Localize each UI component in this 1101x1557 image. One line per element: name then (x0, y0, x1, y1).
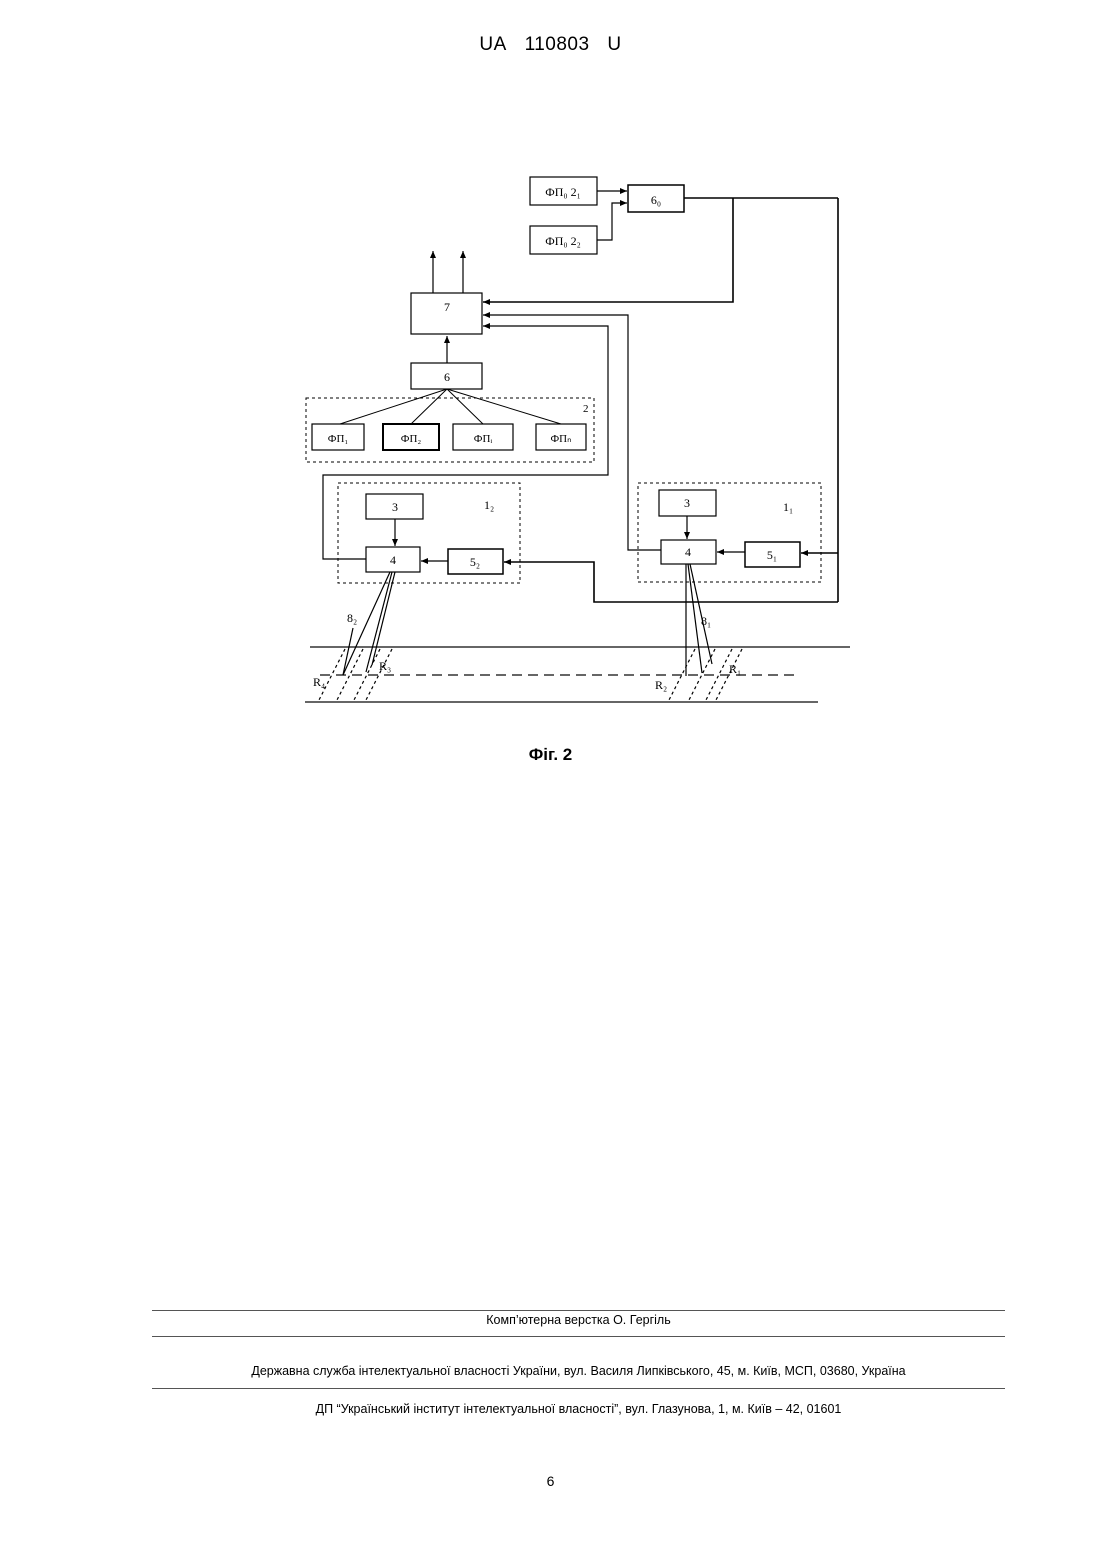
block-diagram-figure: ФП₀ 2₁ ФП₀ 2₂ 6₀ 7 6 2 ФП₁ ФП₂ ФПᵢ ФПₙ (0, 0, 1101, 740)
footer-layout-credit: Комп’ютерна верстка О. Гергіль (152, 1313, 1005, 1327)
footer-rule-1 (152, 1310, 1005, 1311)
block-5-1: 5₁ (745, 542, 800, 567)
group-2-boundary (306, 398, 594, 462)
block-3-left: 3 (366, 494, 423, 519)
group-1-2-label: 1₂ (484, 498, 494, 512)
footer-rule-2 (152, 1336, 1005, 1337)
block-4-left-label: 4 (390, 553, 396, 567)
group-2-label: 2 (583, 403, 589, 415)
block-6-label: 6 (444, 370, 450, 384)
fp-block-n: ФПₙ (536, 424, 586, 450)
beam-8-2-label: 8₂ (347, 611, 357, 625)
footer-office-address: Державна служба інтелектуальної власност… (152, 1364, 1005, 1378)
beam-8-1-label: 8₁ (701, 614, 711, 628)
block-7-label: 7 (444, 300, 450, 314)
block-5-2: 5₂ (448, 549, 503, 574)
block-fp0-2: ФП₀ 2₂ (530, 226, 597, 254)
r3-label: R₃ (379, 659, 391, 673)
fp-block-i-label: ФПᵢ (474, 433, 493, 445)
block-3-right-label: 3 (684, 496, 690, 510)
block-7: 7 (411, 293, 482, 334)
block-6-0: 6₀ (628, 185, 684, 212)
wire-fp02-to-60 (597, 203, 627, 240)
fp-block-2-label: ФП₂ (401, 433, 422, 445)
r2-label: R₂ (655, 678, 667, 692)
block-3-left-label: 3 (392, 500, 398, 514)
block-4-right: 4 (661, 540, 716, 564)
wire-60-to-7 (483, 198, 733, 302)
fp-block-2: ФП₂ (383, 424, 439, 450)
block-6-0-label: 6₀ (651, 193, 661, 207)
fp-block-i: ФПᵢ (453, 424, 513, 450)
block-fp0-1-label: ФП₀ 2₁ (545, 185, 581, 199)
block-3-right: 3 (659, 490, 716, 516)
block-4-left: 4 (366, 547, 420, 572)
group-1-1-label: 1₁ (783, 500, 793, 514)
r1-label: R₁ (729, 662, 741, 676)
fp-fan-lines (340, 389, 561, 424)
block-fp0-2-label: ФП₀ 2₂ (545, 234, 581, 248)
fp-block-1-label: ФП₁ (328, 433, 349, 445)
r4-label: R₄ (313, 675, 325, 689)
figure-caption: Фіг. 2 (0, 745, 1101, 765)
wire-4-1-to-7 (483, 315, 661, 550)
footer-rule-3 (152, 1388, 1005, 1389)
fp-block-n-label: ФПₙ (550, 433, 571, 445)
block-5-1-label: 5₁ (767, 548, 777, 562)
page-number: 6 (0, 1473, 1101, 1489)
block-4-right-label: 4 (685, 545, 691, 559)
block-fp0-1: ФП₀ 2₁ (530, 177, 597, 205)
fp-block-1: ФП₁ (312, 424, 364, 450)
footer-institute-address: ДП “Український інститут інтелектуальної… (152, 1402, 1005, 1416)
block-6: 6 (411, 363, 482, 389)
block-5-2-label: 5₂ (470, 555, 480, 569)
